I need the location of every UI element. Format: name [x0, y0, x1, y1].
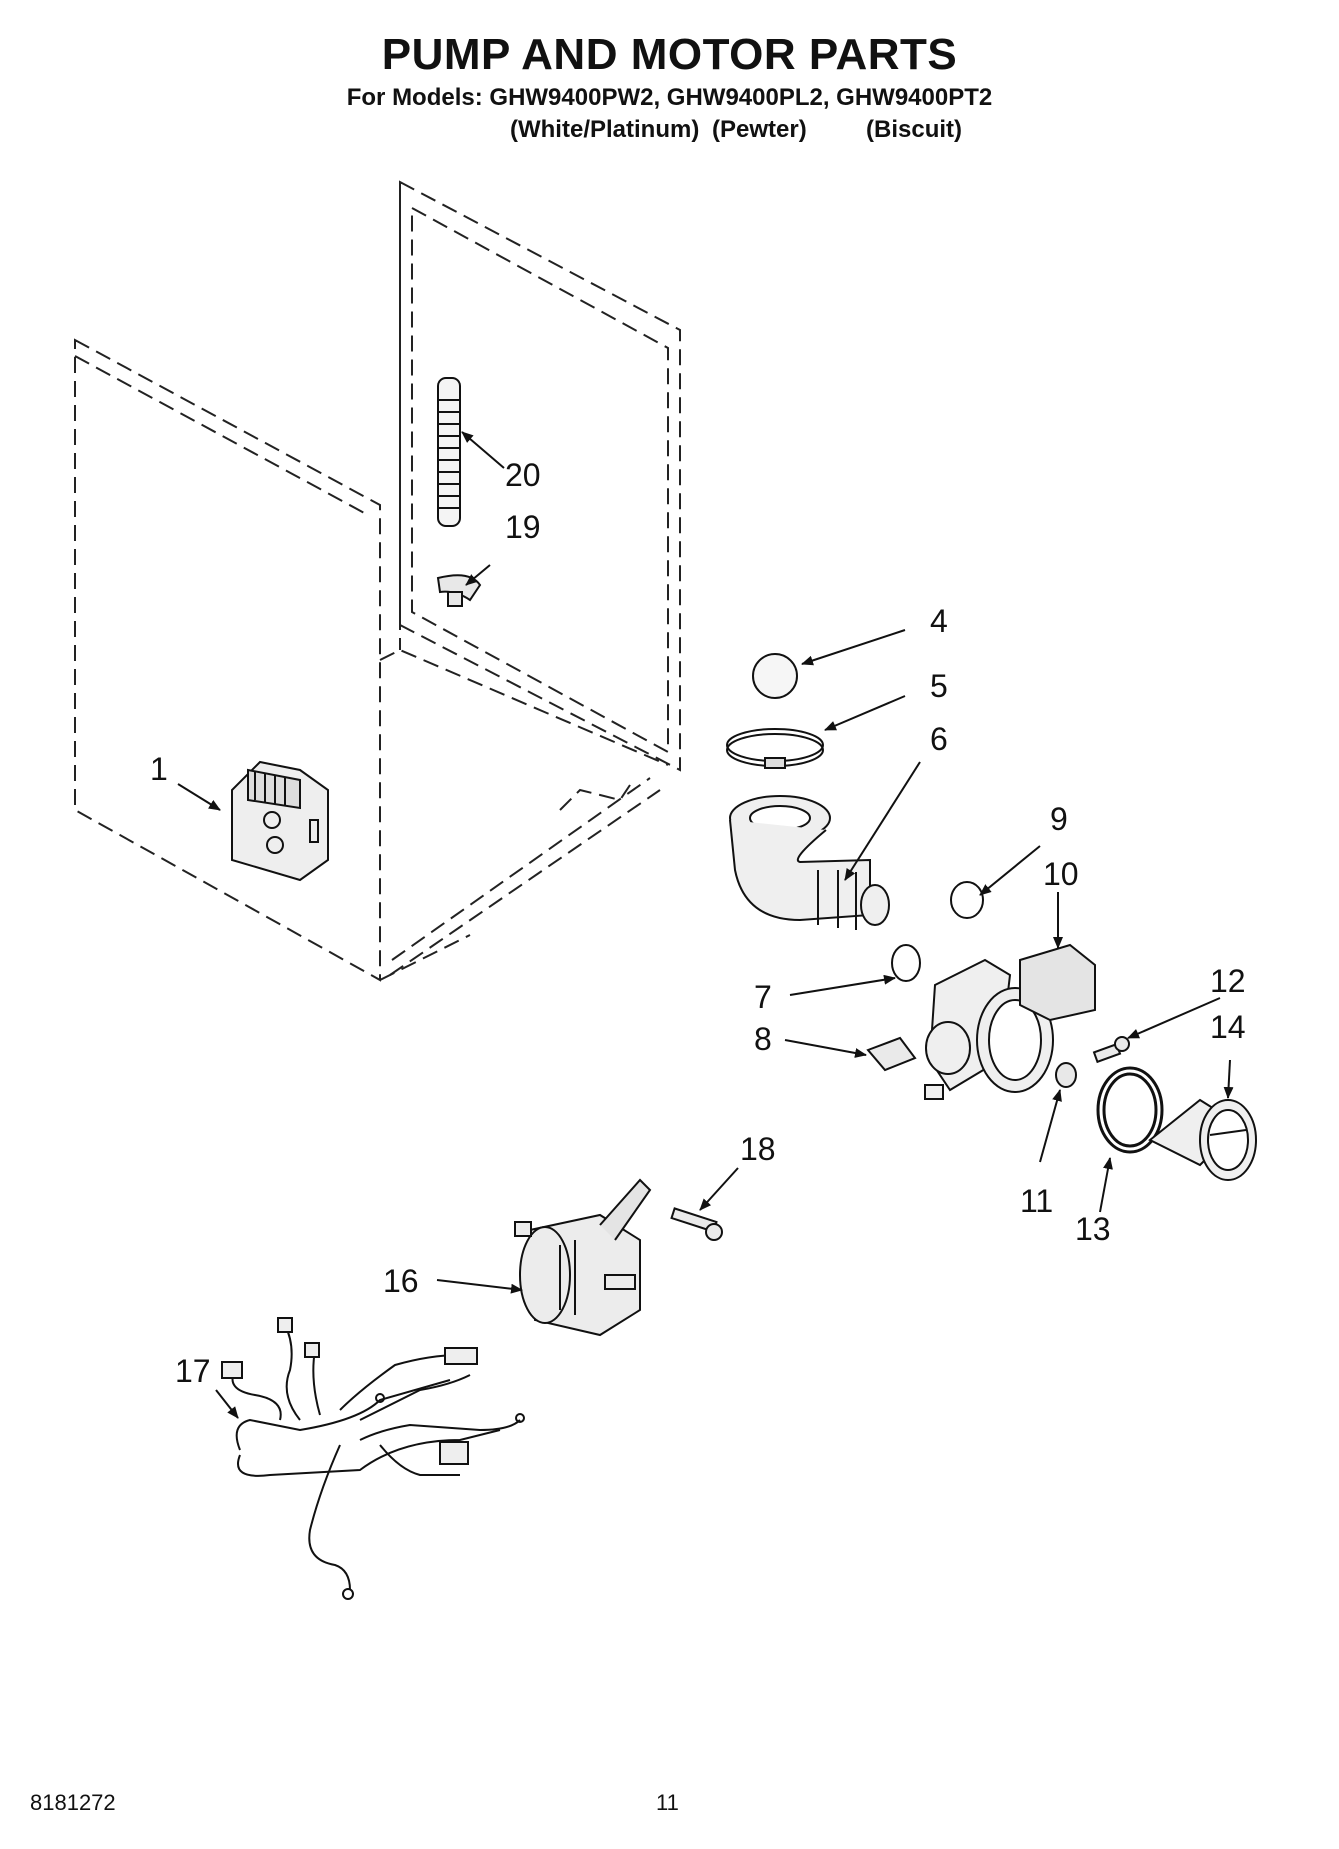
control-module-part	[231, 760, 329, 882]
callout-13: 13	[1075, 1211, 1111, 1247]
callout-17: 17	[175, 1353, 211, 1389]
callout-12: 12	[1210, 963, 1246, 999]
small-clamp-part	[891, 944, 921, 982]
page-number: 11	[656, 1790, 679, 1815]
callout-18: 18	[740, 1131, 776, 1167]
callout-14: 14	[1210, 1009, 1246, 1045]
callout-16: 16	[383, 1263, 419, 1299]
gasket-ring-part	[1096, 1066, 1164, 1154]
leader-arrows	[177, 431, 1234, 1419]
callout-19: 19	[505, 509, 541, 545]
cabinet-outline	[74, 180, 681, 982]
hose-clamp-part	[726, 728, 824, 769]
check-ball-part	[752, 653, 798, 699]
pump-bracket-part	[866, 1036, 917, 1072]
document-number: 8181272	[30, 1790, 116, 1815]
pump-filter-part	[1148, 1098, 1257, 1181]
nut-part	[1055, 1062, 1077, 1088]
callout-8: 8	[754, 1021, 772, 1057]
callout-11: 11	[1020, 1183, 1053, 1219]
page-title: PUMP AND MOTOR PARTS	[381, 30, 958, 79]
pump-screw-part	[1092, 1036, 1130, 1064]
callout-5: 5	[930, 668, 948, 704]
color-pewter: (Pewter)	[712, 116, 807, 143]
callout-6: 6	[930, 721, 948, 757]
callout-9: 9	[1050, 801, 1068, 837]
callout-20: 20	[505, 457, 541, 493]
callout-numbers: 1 4 5 6 7 8 9 10 11 12 13 14 16 17 18 19…	[150, 457, 1246, 1389]
models-line: For Models: GHW9400PW2, GHW9400PL2, GHW9…	[346, 84, 993, 111]
wire-clamp-part	[950, 881, 984, 919]
callout-7: 7	[754, 979, 772, 1015]
sump-hose-part	[729, 795, 890, 930]
callout-1: 1	[150, 751, 168, 787]
callout-4: 4	[930, 603, 948, 639]
drain-pump-part	[924, 943, 1096, 1100]
drive-motor-part	[514, 1178, 652, 1337]
color-biscuit: (Biscuit)	[866, 116, 962, 143]
wire-harness-part	[221, 1317, 525, 1600]
motor-screw-part	[670, 1207, 723, 1241]
color-white-platinum: (White/Platinum)	[510, 116, 700, 143]
callout-10: 10	[1043, 856, 1079, 892]
drain-hose-part	[437, 377, 461, 527]
